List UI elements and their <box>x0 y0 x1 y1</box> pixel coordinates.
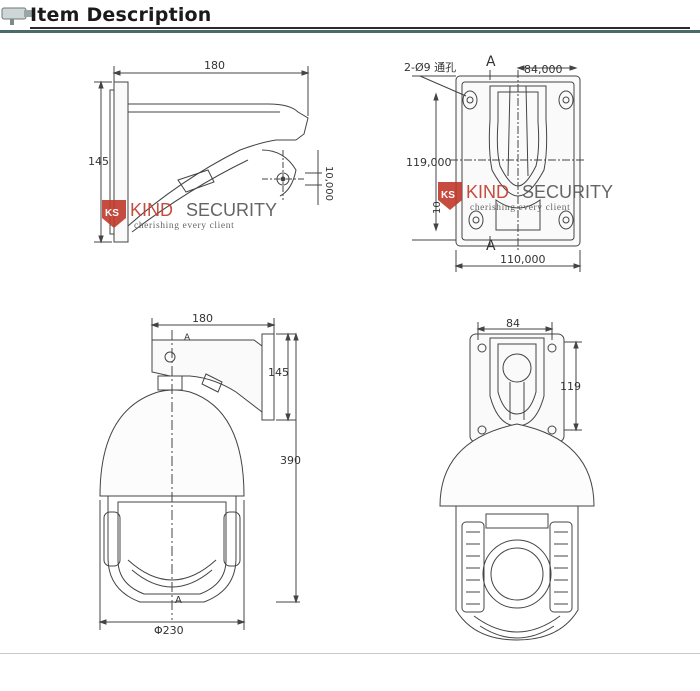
dome-section-mark-bottom: A <box>175 595 182 606</box>
bracket-hole-label: 10,000 <box>323 166 334 201</box>
header-underline <box>30 27 690 29</box>
watermark-logo-shield-icon <box>438 182 462 210</box>
footer-divider <box>0 653 700 654</box>
dome-total-height-label: 390 <box>280 454 301 467</box>
dome-section-mark-top: A <box>184 333 191 343</box>
plate-width-label: 84 <box>506 317 520 330</box>
plate-height-label: 119 <box>560 380 581 393</box>
bracket-side-view <box>94 66 322 244</box>
watermark-tagline: cherishing every client <box>134 221 234 231</box>
dome-side-view <box>98 318 300 630</box>
watermark-brand-kind: KIND <box>466 182 509 202</box>
bracket-back-view <box>412 65 586 272</box>
dome-back-view <box>439 322 595 641</box>
watermark-brand-kind: KIND <box>130 200 173 220</box>
dome-diameter-label: Φ230 <box>154 624 184 637</box>
watermark-brand-security: SECURITY <box>522 182 613 202</box>
bracket-height-label: 145 <box>88 155 109 168</box>
back-width-bottom-label: 110,000 <box>500 253 546 266</box>
camera-icon <box>1 7 32 25</box>
back-offset-label: 10 <box>432 201 443 214</box>
back-section-mark-bottom: A <box>486 238 496 254</box>
watermark-logo-text: KS <box>441 190 455 201</box>
back-height-label: 119,000 <box>406 156 452 169</box>
bracket-width-label: 180 <box>204 59 225 72</box>
header-accent-bar <box>0 30 700 33</box>
watermark-tagline: cherishing every client <box>470 203 570 213</box>
back-section-mark-top: A <box>486 54 496 70</box>
watermark-logo-text: KS <box>105 208 119 219</box>
back-width-top-label: 84,000 <box>524 63 563 76</box>
page-title: Item Description <box>30 4 212 26</box>
dome-bracket-height-label: 145 <box>268 366 289 379</box>
dome-bracket-width-label: 180 <box>192 312 213 325</box>
watermark-brand-security: SECURITY <box>186 200 277 220</box>
watermark-logo-shield-icon <box>102 200 126 228</box>
watermark-right: KS KIND SECURITY cherishing every client <box>438 182 613 213</box>
section-header: Item Description <box>0 0 700 34</box>
watermark-left: KS KIND SECURITY cherishing every client <box>102 200 277 231</box>
back-hole-note: 2-Ø9 通孔 <box>404 61 456 74</box>
